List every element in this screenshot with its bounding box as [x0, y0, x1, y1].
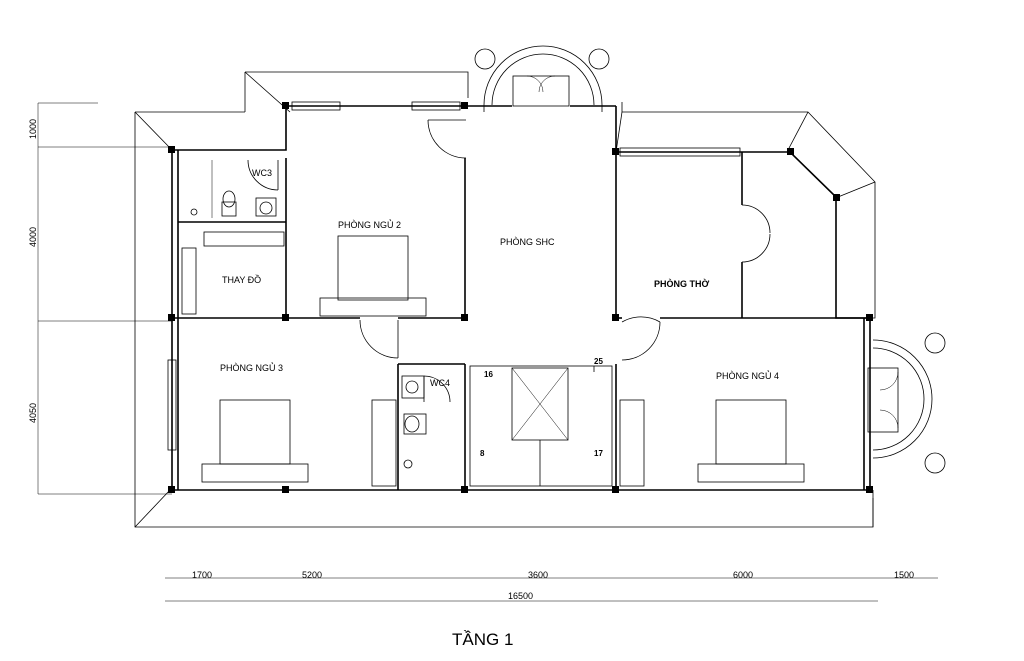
dimension-text: 1500: [894, 570, 914, 580]
balcony-top: [474, 45, 610, 112]
floor-title: TẦNG 1: [452, 630, 513, 649]
dimension-text: 3600: [528, 570, 548, 580]
staircase: [469, 365, 613, 487]
label-living-room: PHÒNG SHC: [500, 237, 555, 247]
stair-step-numbers: 16 25 8 17: [480, 357, 603, 458]
dimension-text: 5200: [302, 570, 322, 580]
walls: [171, 105, 871, 491]
label-altar-room: PHÒNG THỜ: [654, 278, 710, 289]
total-dimension-text: 16500: [508, 591, 533, 601]
room-labels: PHÒNG NGỦ 2 PHÒNG SHC PHÒNG THỜ THAY ĐỒ …: [220, 168, 779, 388]
balcony-right: [867, 332, 946, 474]
bottom-dimension-texts: 1700 5200 3600 6000 1500 16500: [192, 570, 914, 601]
dimension-text: 4000: [28, 227, 38, 247]
roof-outline: [134, 71, 876, 528]
label-bedroom-4: PHÒNG NGỦ 4: [716, 370, 779, 381]
wc4-fixtures: [401, 375, 427, 469]
label-bedroom-3: PHÒNG NGỦ 3: [220, 362, 283, 373]
left-dimension-texts: 1000 4000 4050: [28, 119, 38, 423]
step-number: 8: [480, 449, 485, 458]
doors: [247, 119, 771, 403]
label-wc3: WC3: [252, 168, 272, 178]
wardrobes: [181, 231, 645, 487]
label-dressing-room: THAY ĐỒ: [222, 274, 261, 285]
dimension-text: 4050: [28, 403, 38, 423]
dimension-text: 6000: [733, 570, 753, 580]
step-number: 16: [484, 370, 493, 379]
label-bedroom-2: PHÒNG NGỦ 2: [338, 219, 401, 230]
step-number: 25: [594, 357, 603, 366]
beds: [201, 235, 805, 483]
columns: [168, 102, 873, 493]
label-wc4: WC4: [430, 378, 450, 388]
wc3-fixtures: [190, 160, 277, 218]
step-number: 17: [594, 449, 603, 458]
windows: [167, 101, 741, 451]
dimension-text: 1000: [28, 119, 38, 139]
dimension-text: 1700: [192, 570, 212, 580]
dimension-lines: [37, 102, 938, 602]
